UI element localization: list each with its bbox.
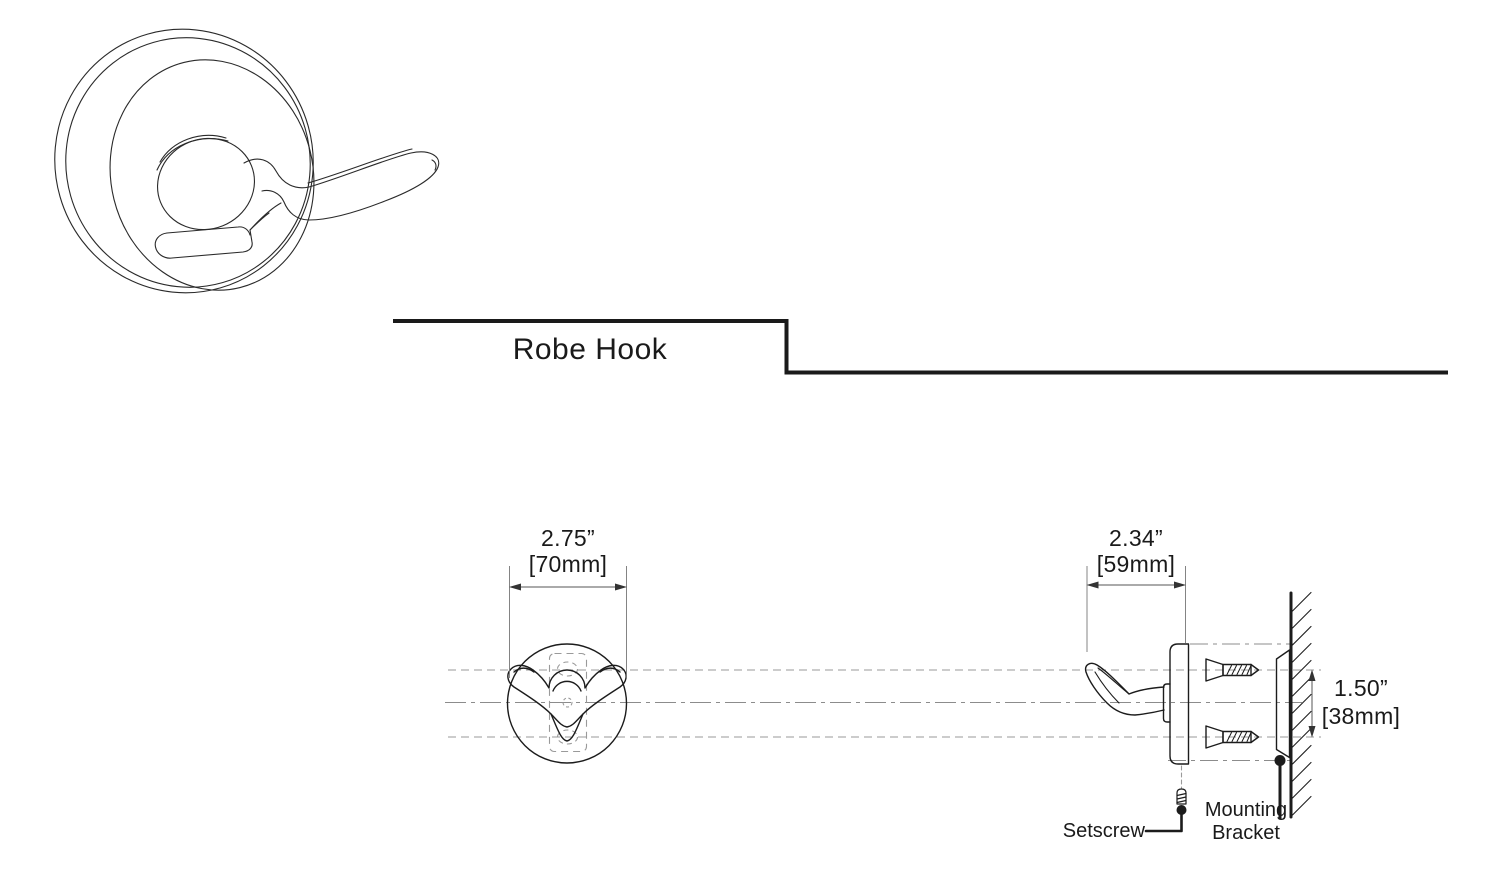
wall-section <box>1289 591 1312 819</box>
bracket-callout-graphics <box>1274 755 1286 820</box>
side-depth-dimension-label: 2.34” [59mm] <box>1036 525 1236 577</box>
hidden-bracket-rect <box>548 652 588 753</box>
hidden-screw-hole-top <box>556 661 579 677</box>
side-depth-metric: [59mm] <box>1096 551 1176 577</box>
base-outer-rim <box>54 28 314 294</box>
front-wing-echo-right <box>599 667 621 673</box>
title-divider-line <box>393 319 1448 375</box>
hook-arm-outline <box>243 151 440 221</box>
front-width-dimension-label: 2.75” [70mm] <box>468 525 668 577</box>
front-wing-echo-left <box>513 667 535 673</box>
side-view-drawing <box>1084 591 1312 833</box>
hook-tip-echo <box>431 159 437 171</box>
screw-spacing-dimension-label: 1.50” [38mm] <box>1316 674 1406 730</box>
front-backplate-circle <box>506 643 628 764</box>
hub-opening <box>156 137 256 231</box>
side-hook-profile <box>1084 662 1165 716</box>
setscrew-icon <box>1176 788 1187 805</box>
side-depth-inches: 2.34” <box>1109 525 1163 551</box>
mounting-bracket-label-line2: Bracket <box>1212 822 1280 844</box>
front-width-metric: [70mm] <box>528 551 608 577</box>
side-hook-stem-collar <box>1162 683 1171 723</box>
hub-top-echo-2 <box>156 138 229 171</box>
front-width-inches: 2.75” <box>541 525 595 551</box>
side-base-rosette <box>1169 643 1190 765</box>
lower-hook-step-echo <box>249 212 270 231</box>
setscrew-callout-graphics <box>1144 765 1187 833</box>
hub-top-echo <box>159 134 227 163</box>
page-title: Robe Hook <box>512 333 668 366</box>
projection-lines <box>445 643 1321 762</box>
front-hook-post-arc <box>552 680 582 692</box>
isometric-view-drawing <box>54 28 440 294</box>
lower-hook-bar <box>154 202 282 259</box>
mounting-bracket-shape <box>1275 649 1291 759</box>
front-view-drawing <box>506 643 628 764</box>
setscrew-leader-line <box>1144 808 1183 833</box>
screw-icon-bottom <box>1205 725 1260 749</box>
mounting-bracket-label: Mounting Bracket <box>1196 799 1296 845</box>
side-hook-top-echo <box>1097 667 1130 695</box>
front-width-dimension <box>509 566 627 678</box>
hidden-screw-hole-bottom <box>556 729 579 745</box>
wall-hatching <box>1291 591 1312 816</box>
hook-arm-echo <box>307 148 413 184</box>
base-rim-edge <box>65 37 311 288</box>
front-hook-bottom-scarf <box>550 713 584 742</box>
lower-hook-bar-top-edge <box>166 226 251 236</box>
side-depth-dimension <box>1086 566 1186 652</box>
setscrew-label: Setscrew <box>1062 820 1145 842</box>
hidden-setscrew-hole <box>562 697 573 708</box>
mounting-bracket-label-line1: Mounting <box>1204 799 1288 821</box>
screw-icon-top <box>1205 658 1260 682</box>
screw-spacing-metric: [38mm] <box>1321 703 1401 729</box>
screw-spacing-dimension <box>1308 669 1316 738</box>
screw-spacing-inches: 1.50” <box>1334 675 1388 701</box>
base-front-face <box>109 59 315 291</box>
side-hook-inner-echo <box>1094 671 1120 704</box>
front-hook-wings <box>507 664 627 728</box>
dimension-graphics <box>509 566 1316 738</box>
